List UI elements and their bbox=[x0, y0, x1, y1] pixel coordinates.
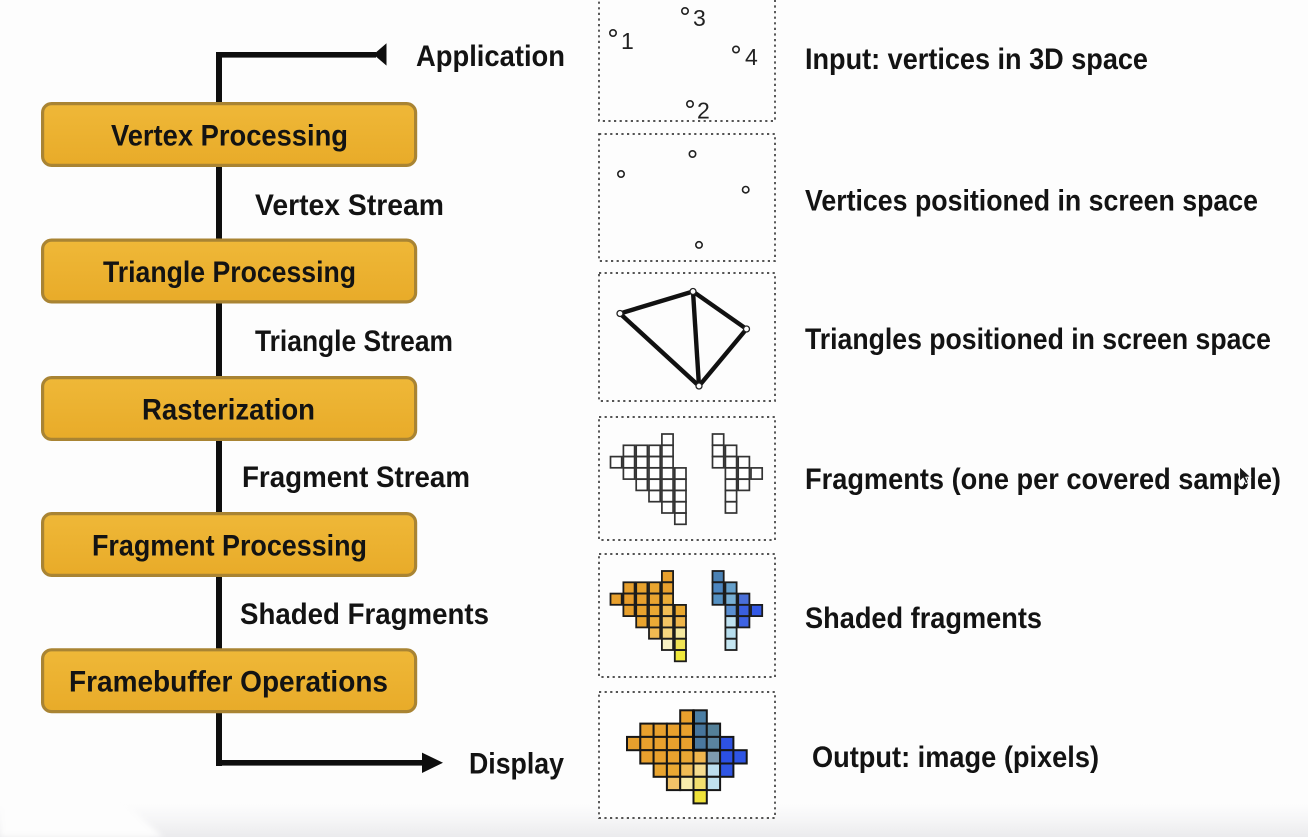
svg-text:2: 2 bbox=[697, 98, 710, 124]
svg-text:Vertices positioned in screen: Vertices positioned in screen space bbox=[805, 184, 1258, 217]
svg-text:Rasterization: Rasterization bbox=[142, 393, 315, 426]
svg-text:Output: image (pixels): Output: image (pixels) bbox=[812, 741, 1099, 774]
svg-text:1: 1 bbox=[621, 28, 634, 54]
svg-text:Input: vertices in 3D space: Input: vertices in 3D space bbox=[805, 43, 1148, 76]
svg-text:Fragments (one per covered sam: Fragments (one per covered sample) bbox=[805, 463, 1281, 496]
svg-text:Fragment Processing: Fragment Processing bbox=[92, 529, 367, 562]
svg-text:Shaded Fragments: Shaded Fragments bbox=[240, 598, 489, 631]
svg-text:Framebuffer Operations: Framebuffer Operations bbox=[69, 666, 388, 699]
svg-text:Fragment Stream: Fragment Stream bbox=[242, 461, 470, 494]
svg-text:Vertex Stream: Vertex Stream bbox=[255, 189, 444, 222]
svg-text:Triangle Processing: Triangle Processing bbox=[103, 256, 356, 289]
svg-text:Shaded fragments: Shaded fragments bbox=[805, 602, 1042, 635]
svg-text:Triangles positioned in screen: Triangles positioned in screen space bbox=[805, 323, 1271, 356]
svg-text:4: 4 bbox=[745, 44, 758, 70]
svg-text:Vertex Processing: Vertex Processing bbox=[111, 119, 348, 152]
svg-text:Triangle Stream: Triangle Stream bbox=[255, 325, 453, 358]
svg-text:Application: Application bbox=[416, 40, 565, 73]
svg-text:3: 3 bbox=[693, 5, 706, 31]
svg-text:Display: Display bbox=[469, 747, 564, 780]
